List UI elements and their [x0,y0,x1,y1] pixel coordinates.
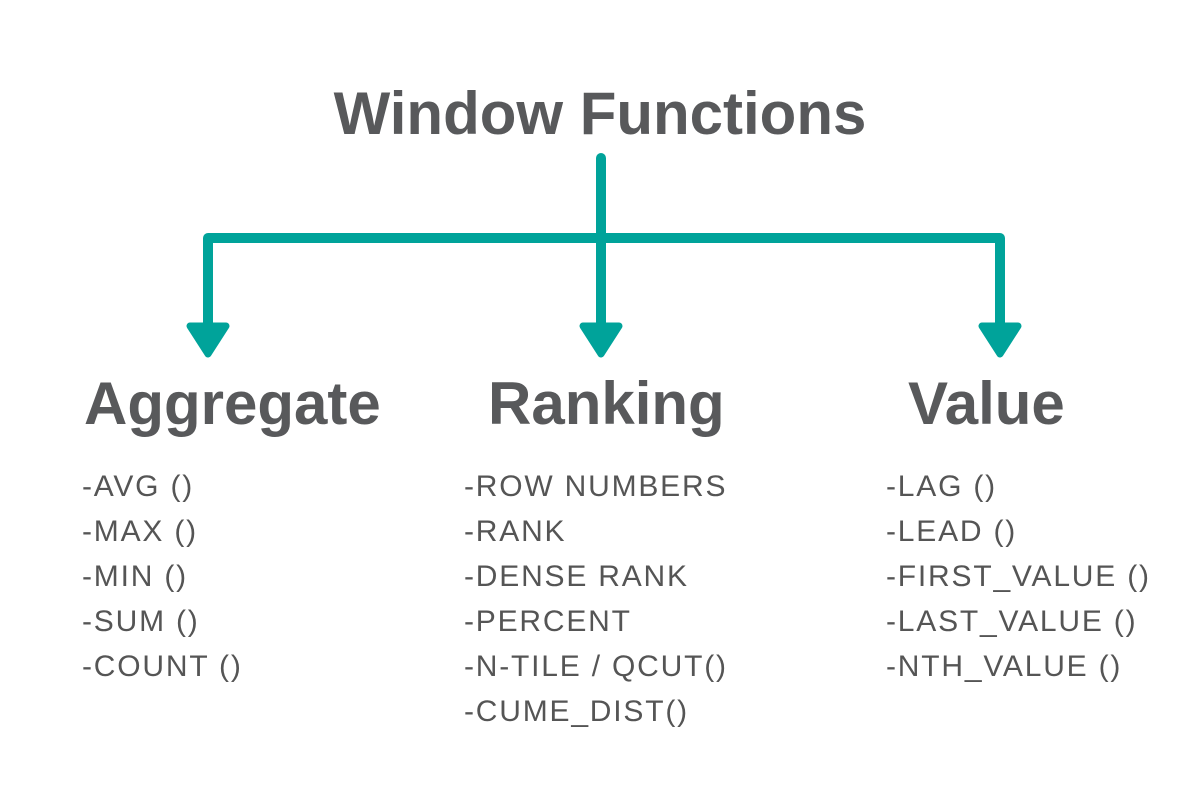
list-item: -COUNT () [82,650,243,683]
arrow-down-icon-right [978,322,1022,358]
list-item: -LAST_VALUE () [886,605,1138,638]
category-list-value: -LAG () -LEAD () -FIRST_VALUE () -LAST_V… [886,464,1151,689]
category-list-aggregate: -AVG () -MAX () -MIN () -SUM () -COUNT (… [82,464,381,689]
category-aggregate: Aggregate -AVG () -MAX () -MIN () -SUM (… [82,374,381,689]
list-item: -DENSE RANK [464,560,689,593]
list-item: -LEAD () [886,515,1018,548]
list-item: -LAG () [886,470,997,503]
connector-crossbar [203,233,1005,333]
arrow-down-icon-center [579,322,623,358]
list-item: -FIRST_VALUE () [886,560,1151,593]
list-item: -AVG () [82,470,195,503]
list-item: -RANK [464,515,567,548]
list-item: -N-TILE / QCUT() [464,650,728,683]
list-item: -PERCENT [464,605,632,638]
list-item: -ROW NUMBERS [464,470,728,503]
list-item: -CUME_DIST() [464,695,689,728]
list-item: -SUM () [82,605,200,638]
category-title-value: Value [908,370,1065,437]
list-item: -NTH_VALUE () [886,650,1123,683]
page-title: Window Functions [333,80,867,147]
category-title-aggregate: Aggregate [84,370,381,437]
category-value: Value -LAG () -LEAD () -FIRST_VALUE () -… [886,374,1151,689]
category-list-ranking: -ROW NUMBERS -RANK -DENSE RANK -PERCENT … [464,464,728,734]
list-item: -MAX () [82,515,198,548]
arrow-down-icon-left [186,322,230,358]
category-ranking: Ranking -ROW NUMBERS -RANK -DENSE RANK -… [464,374,728,734]
category-title-ranking: Ranking [488,370,725,437]
list-item: -MIN () [82,560,188,593]
